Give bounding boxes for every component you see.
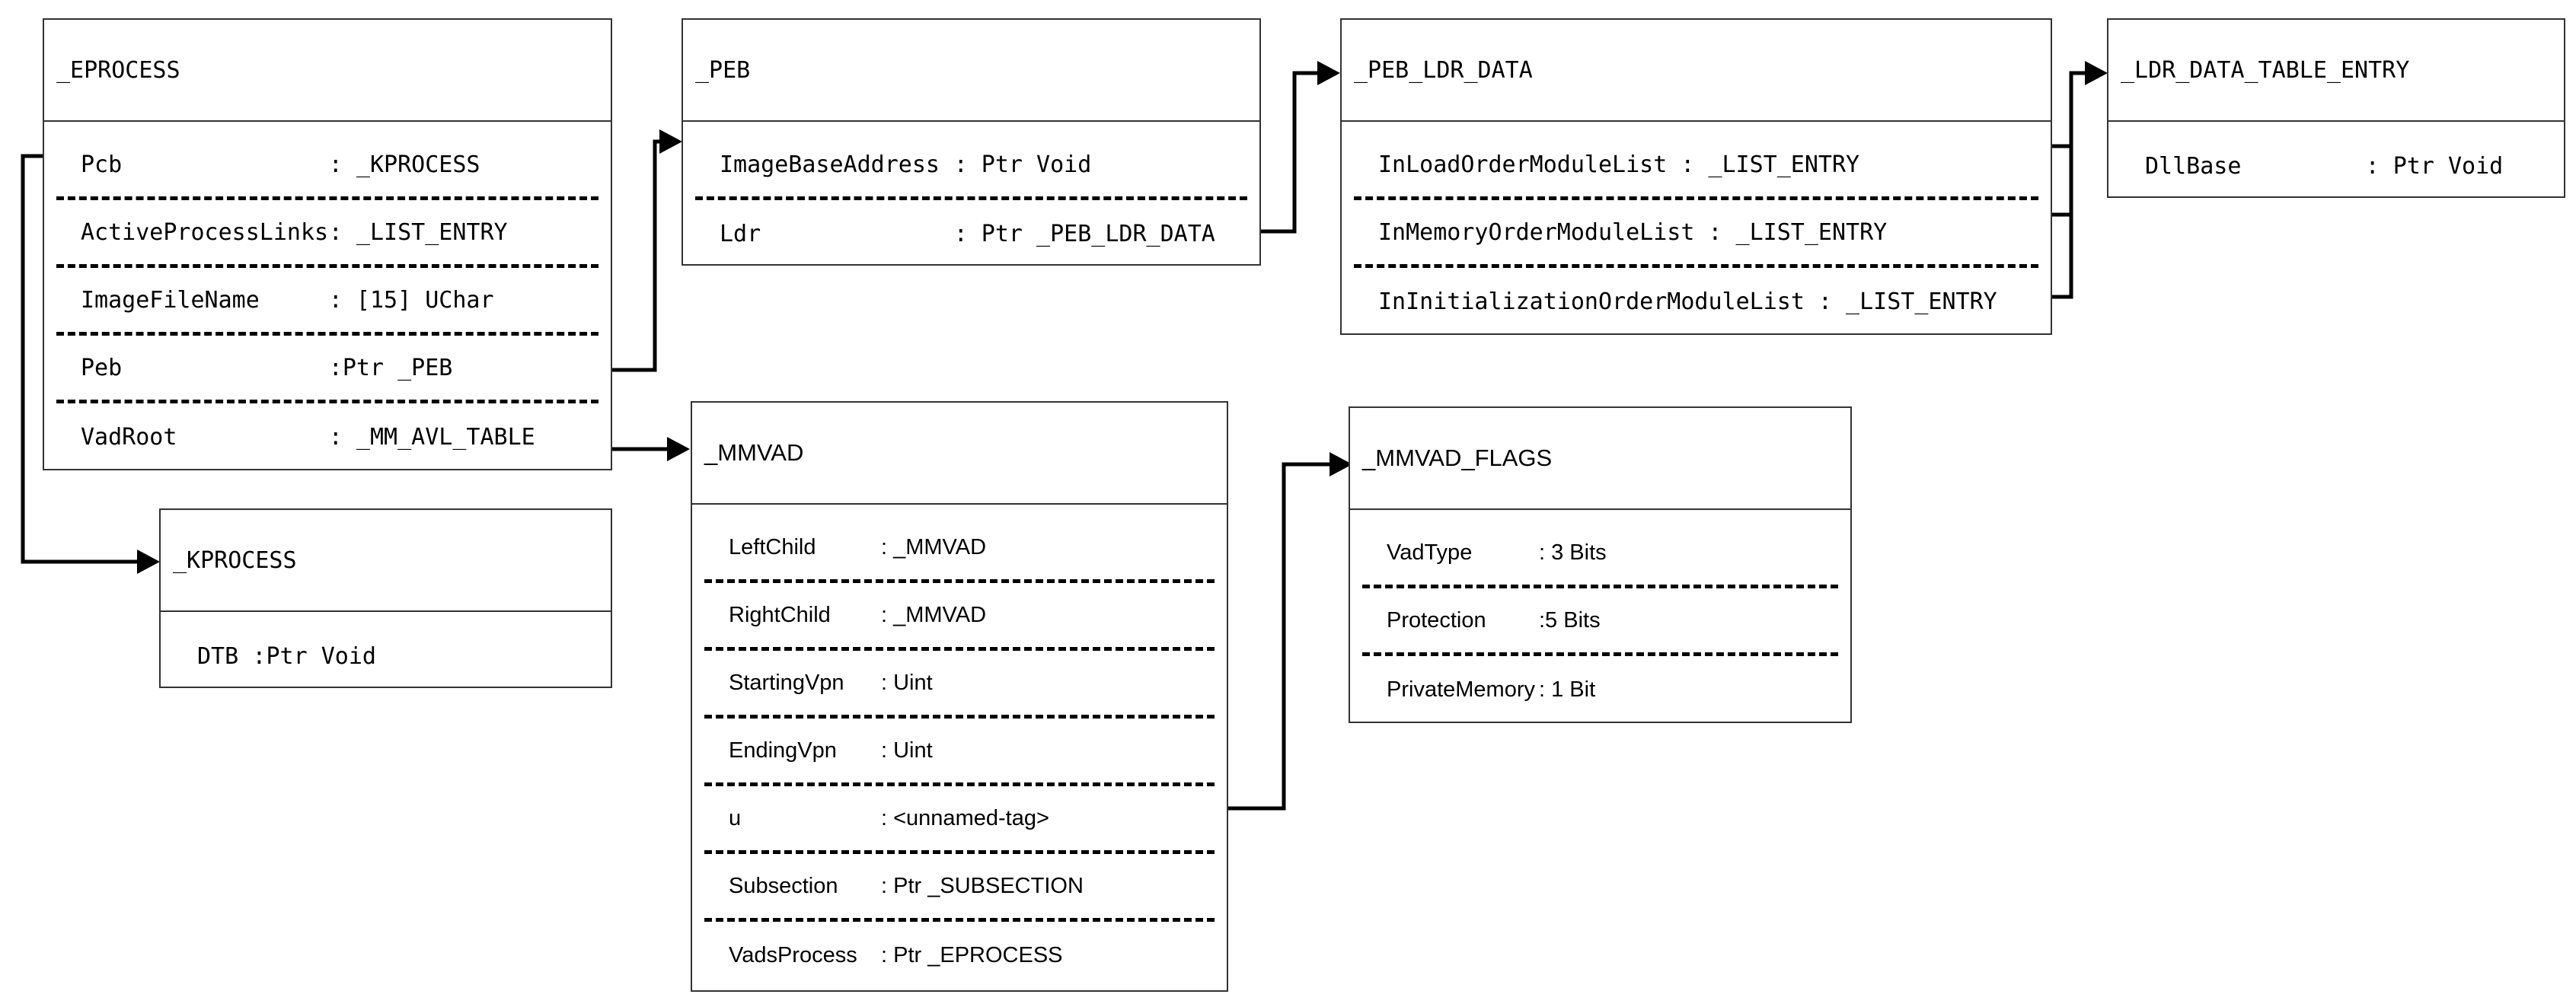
field-row: DllBase : Ptr Void xyxy=(2121,132,2552,200)
field-name: LeftChild xyxy=(729,534,816,559)
field-row: Protection :5 Bits xyxy=(1362,588,1838,656)
field-row: EndingVpn : Uint xyxy=(704,719,1215,786)
field-type: : _LIST_ENTRY xyxy=(1818,288,1997,315)
field-name: Subsection xyxy=(729,873,838,898)
struct-title: _LDR_DATA_TABLE_ENTRY xyxy=(2108,20,2564,122)
field-row: ImageBaseAddress : Ptr Void xyxy=(695,132,1247,200)
field-row: Ldr : Ptr _PEB_LDR_DATA xyxy=(695,200,1247,268)
field-name: InMemoryOrderModuleList xyxy=(1378,218,1695,246)
field-row: InMemoryOrderModuleList : _LIST_ENTRY xyxy=(1354,200,2038,268)
field-row: PrivateMemory: 1 Bit xyxy=(1362,656,1838,724)
field-name: ActiveProcessLinks xyxy=(81,218,329,246)
field-name: Ldr xyxy=(720,221,761,247)
connector-u-to-mmvad-flags xyxy=(1227,462,1340,811)
field-list: LeftChild : _MMVAD RightChild : _MMVAD Start… xyxy=(692,505,1227,989)
struct-title: _EPROCESS xyxy=(44,20,611,122)
arrowhead-ldr-entry xyxy=(2085,61,2108,85)
field-type: : Ptr _PEB_LDR_DATA xyxy=(953,221,1215,247)
field-type: : Ptr _SUBSECTION xyxy=(881,873,1084,898)
struct-kprocess: _KPROCESS DTB :Ptr Void xyxy=(159,508,612,688)
field-name: PrivateMemory xyxy=(1387,677,1535,702)
field-type: :Ptr Void xyxy=(252,643,376,670)
field-row: InInitializationOrderModuleList : _LIST_E… xyxy=(1354,268,2038,336)
field-name: Peb xyxy=(81,354,123,381)
field-type: : _KPROCESS xyxy=(328,151,480,178)
field-type: : Ptr Void xyxy=(2365,153,2504,180)
field-row: LeftChild : _MMVAD xyxy=(704,515,1215,583)
field-name: InLoadOrderModuleList xyxy=(1378,151,1668,178)
field-row: StartingVpn : Uint xyxy=(704,651,1215,719)
field-name: StartingVpn xyxy=(729,670,844,695)
field-type: : _MMVAD xyxy=(881,534,987,559)
field-type: : _MMVAD xyxy=(881,602,987,627)
field-row: VadRoot : _MM_AVL_TABLE xyxy=(56,403,599,471)
arrowhead-mmvad xyxy=(667,437,690,461)
field-type: : Uint xyxy=(881,738,933,763)
field-row: u : <unnamed-tag> xyxy=(704,786,1215,854)
arrowhead-peb xyxy=(659,129,682,154)
connector-peb-to-peb-struct xyxy=(609,139,670,372)
field-type: : Uint xyxy=(881,670,933,695)
field-type: :5 Bits xyxy=(1539,607,1601,633)
field-list: DTB :Ptr Void xyxy=(161,612,611,690)
field-row: VadType : 3 Bits xyxy=(1362,521,1838,588)
struct-title: _PEB_LDR_DATA xyxy=(1342,20,2051,122)
field-name: Protection xyxy=(1387,607,1486,633)
struct-title: _KPROCESS xyxy=(161,510,611,612)
struct-mmvad: _MMVAD LeftChild : _MMVAD RightChild : _MMV… xyxy=(691,401,1228,992)
field-name: u xyxy=(729,805,742,830)
field-row: ActiveProcessLinks: _LIST_ENTRY xyxy=(56,200,599,268)
field-row: RightChild : _MMVAD xyxy=(704,583,1215,651)
field-name: InInitializationOrderModuleList xyxy=(1378,288,1805,315)
connector-module-lists-to-ldr-entry xyxy=(2048,71,2094,299)
field-name: RightChild xyxy=(729,602,831,627)
field-name: ImageBaseAddress xyxy=(720,151,940,178)
field-name: VadsProcess xyxy=(729,943,857,967)
arrowhead-kprocess xyxy=(137,550,160,574)
struct-title: _PEB xyxy=(683,20,1259,122)
field-type: : 1 Bit xyxy=(1539,677,1596,702)
field-name: VadRoot xyxy=(81,424,177,451)
field-type: : Ptr _EPROCESS xyxy=(881,943,1063,967)
struct-title: _MMVAD xyxy=(692,403,1227,505)
field-name: DllBase xyxy=(2145,153,2242,180)
field-name: Pcb xyxy=(81,151,123,178)
field-type: : 3 Bits xyxy=(1539,540,1607,565)
arrowhead-peb-ldr-data xyxy=(1317,61,1340,85)
field-name: EndingVpn xyxy=(729,738,837,763)
field-type: : _MM_AVL_TABLE xyxy=(328,424,535,451)
field-row: DTB :Ptr Void xyxy=(173,623,599,690)
field-type: : _LIST_ENTRY xyxy=(328,218,508,246)
field-list: Pcb : _KPROCESS ActiveProcessLinks: _LIST_… xyxy=(44,122,611,471)
field-type: : [15] UChar xyxy=(328,286,494,314)
field-row: ImageFileName : [15] UChar xyxy=(56,268,599,336)
field-type: :Ptr _PEB xyxy=(328,354,453,381)
field-name: ImageFileName xyxy=(81,286,260,314)
struct-ldr-data-table-entry: _LDR_DATA_TABLE_ENTRY DllBase : Ptr Void xyxy=(2107,18,2565,198)
field-row: Subsection : Ptr _SUBSECTION xyxy=(704,854,1215,922)
field-row: InLoadOrderModuleList : _LIST_ENTRY xyxy=(1354,132,2038,200)
struct-peb-ldr-data: _PEB_LDR_DATA InLoadOrderModuleList : _LI… xyxy=(1340,18,2052,335)
field-type: : Ptr Void xyxy=(953,151,1092,178)
field-type: : _LIST_ENTRY xyxy=(1708,218,1888,246)
field-type: : _LIST_ENTRY xyxy=(1681,151,1860,178)
field-type: : <unnamed-tag> xyxy=(881,805,1049,830)
connector-ldr-to-peb-ldr-data xyxy=(1260,71,1328,234)
field-row: Pcb : _KPROCESS xyxy=(56,132,599,200)
field-list: DllBase : Ptr Void xyxy=(2108,122,2564,200)
field-name: DTB xyxy=(197,643,239,670)
struct-title: _MMVAD_FLAGS xyxy=(1350,408,1850,510)
field-row: VadsProcess : Ptr _EPROCESS xyxy=(704,922,1215,989)
field-row: Peb :Ptr _PEB xyxy=(56,336,599,403)
field-name: VadType xyxy=(1387,540,1473,565)
struct-eprocess: _EPROCESS Pcb : _KPROCESS ActiveProcessLin… xyxy=(43,18,612,470)
